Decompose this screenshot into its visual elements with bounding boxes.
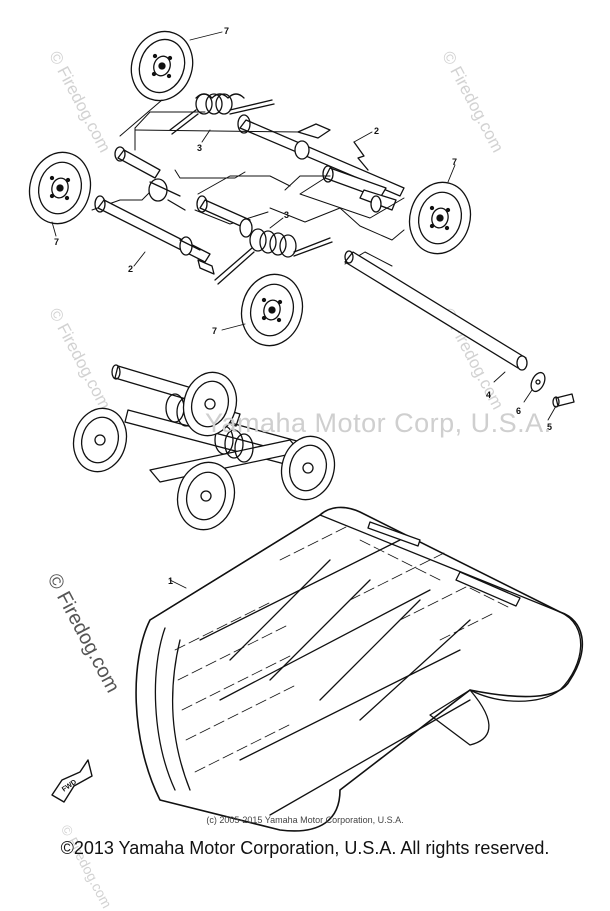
bolt [552,393,575,408]
torsion-spring-middle [214,228,333,285]
rear-shaft [344,250,528,371]
copyright-notice: ©2013 Yamaha Motor Corporation, U.S.A. A… [60,838,550,858]
leader-lines [51,31,557,589]
idler-wheel-right [408,181,472,255]
suspension-arm-right [237,114,405,213]
label-washer: 6 [516,406,521,416]
label-bolt: 5 [547,422,552,432]
label-spring-top: 3 [197,143,202,153]
label-wheel-bottom: 7 [212,326,217,336]
exploded-parts-diagram: 7 3 2 7 7 3 2 7 4 6 5 1 FWD [28,26,584,832]
idler-wheel-left [28,151,92,225]
label-spring-mid: 3 [284,210,289,220]
assembly-lines [91,99,405,267]
label-wheel-left: 7 [54,237,59,247]
label-shaft: 4 [486,390,491,400]
credit-line: (c) 2005-2015 Yamaha Motor Corporation, … [206,815,404,825]
idler-wheel-top [130,30,194,102]
assembled-suspension [72,364,336,531]
label-arm-left: 2 [128,264,133,274]
forward-arrow-icon [51,759,93,803]
label-arm-right: 2 [374,126,379,136]
label-wheel-top: 7 [224,26,229,36]
track-belt [135,506,584,832]
label-track: 1 [168,576,173,586]
washer [530,371,546,393]
label-wheel-right: 7 [452,157,457,167]
watermark-overlay: Yamaha Motor Corp, U.S.A. [205,408,552,438]
idler-wheel-bottom [240,273,304,347]
suspension-arm-left [94,146,253,275]
